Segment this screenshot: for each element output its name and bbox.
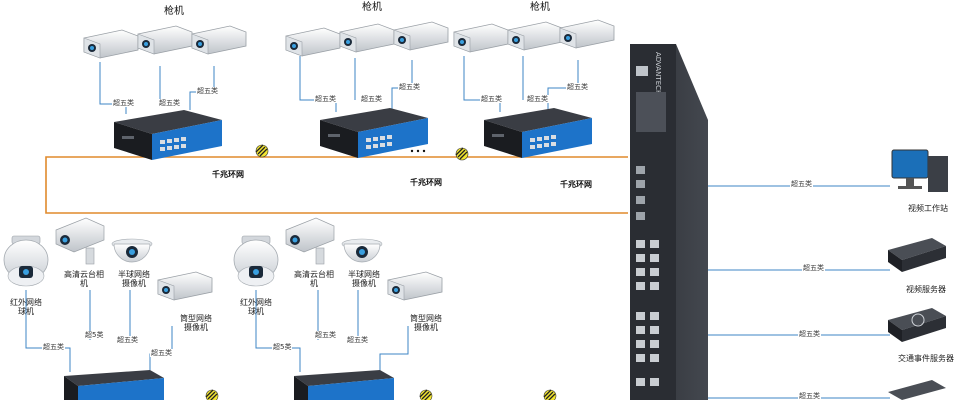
- bullet-camera-icon: [157, 271, 213, 301]
- video-server-label: 视频服务器: [906, 285, 946, 294]
- console-port-icon: [636, 66, 648, 76]
- event-server-icon: [888, 308, 946, 342]
- ring-label: 千兆环网: [560, 180, 592, 189]
- ir-dome-label: 红外网络 球机: [240, 298, 272, 317]
- workstation-label: 视频工作站: [908, 204, 948, 213]
- bullet-camera-label: 筒型网络 摄像机: [410, 314, 442, 333]
- cable-label: 超五类: [798, 392, 821, 400]
- ring-junction-icon: [455, 147, 469, 161]
- ir-dome-camera-icon: [233, 235, 279, 287]
- server-icon: [888, 380, 946, 400]
- ring-junction-icon: [419, 389, 433, 400]
- bullet-camera-icon: [393, 21, 449, 51]
- ir-dome-camera-icon: [3, 235, 49, 287]
- cable-label: 超五类: [802, 264, 825, 273]
- edge-switch-icon: [484, 108, 592, 158]
- group3-title: 枪机: [530, 0, 550, 13]
- ptz-camera-label: 高清云台相 机: [64, 270, 104, 289]
- core-switch: ADVANTECH: [630, 44, 708, 400]
- ring-label: 千兆环网: [410, 178, 442, 187]
- bullet-camera-icon: [507, 21, 563, 51]
- cable-label: 超五类: [398, 83, 421, 92]
- cable-label: 超5类: [272, 343, 293, 352]
- ptz-camera-icon: [285, 217, 335, 265]
- edge-switch-icon: [64, 370, 164, 400]
- group2-title: 枪机: [362, 0, 382, 13]
- hemispherical-camera-label: 半球网络 摄像机: [118, 270, 150, 289]
- cable-label: 超五类: [480, 95, 503, 104]
- bullet-camera-icon: [83, 29, 139, 59]
- event-server-label: 交通事件服务器: [898, 354, 954, 363]
- bullet-camera-icon: [285, 27, 341, 57]
- bullet-camera-icon: [191, 25, 247, 55]
- hemispherical-camera-icon: [341, 238, 383, 263]
- cable-label: 超五类: [42, 343, 65, 352]
- group1-links: [25, 56, 890, 399]
- edge-switch-icon: [294, 370, 394, 400]
- cable-label: 超五类: [158, 99, 181, 108]
- cable-label: 超五类: [150, 349, 173, 358]
- bullet-camera-icon: [559, 19, 615, 49]
- cable-label: 超5类: [84, 331, 105, 340]
- hemispherical-camera-icon: [111, 238, 153, 263]
- ptz-camera-label: 高清云台相 机: [294, 270, 334, 289]
- cable-label: 超五类: [314, 95, 337, 104]
- cable-label: 超五类: [314, 331, 337, 340]
- ptz-camera-icon: [55, 217, 105, 265]
- ring-junction-icon: [255, 144, 269, 158]
- edge-switch-icon: [114, 110, 222, 160]
- bullet-camera-icon: [137, 25, 193, 55]
- video-server-icon: [888, 238, 946, 272]
- group1-title: 枪机: [164, 4, 184, 17]
- ir-dome-label: 红外网络 球机: [10, 298, 42, 317]
- cable-label: 超五类: [346, 336, 369, 345]
- bullet-camera-icon: [339, 23, 395, 53]
- cable-label: 超五类: [798, 330, 821, 339]
- ring-label: 千兆环网: [212, 170, 244, 179]
- ring-junction-icon: [543, 389, 557, 400]
- cable-label: 超五类: [526, 95, 549, 104]
- workstation-icon: [891, 149, 948, 192]
- cable-label: 超五类: [360, 95, 383, 104]
- cable-label: 超五类: [116, 336, 139, 345]
- ring-junction-icon: [205, 389, 219, 400]
- cable-label: 超五类: [112, 99, 135, 108]
- bullet-camera-icon: [387, 271, 443, 301]
- gigabit-ring-line: [45, 156, 628, 214]
- bullet-camera-icon: [453, 23, 509, 53]
- core-switch-brand: ADVANTECH: [654, 52, 662, 95]
- cable-label: 超五类: [566, 83, 589, 92]
- hemispherical-camera-label: 半球网络 摄像机: [348, 270, 380, 289]
- cable-label: 超五类: [196, 87, 219, 96]
- bullet-camera-label: 筒型网络 摄像机: [180, 314, 212, 333]
- cable-label: 超五类: [790, 180, 813, 189]
